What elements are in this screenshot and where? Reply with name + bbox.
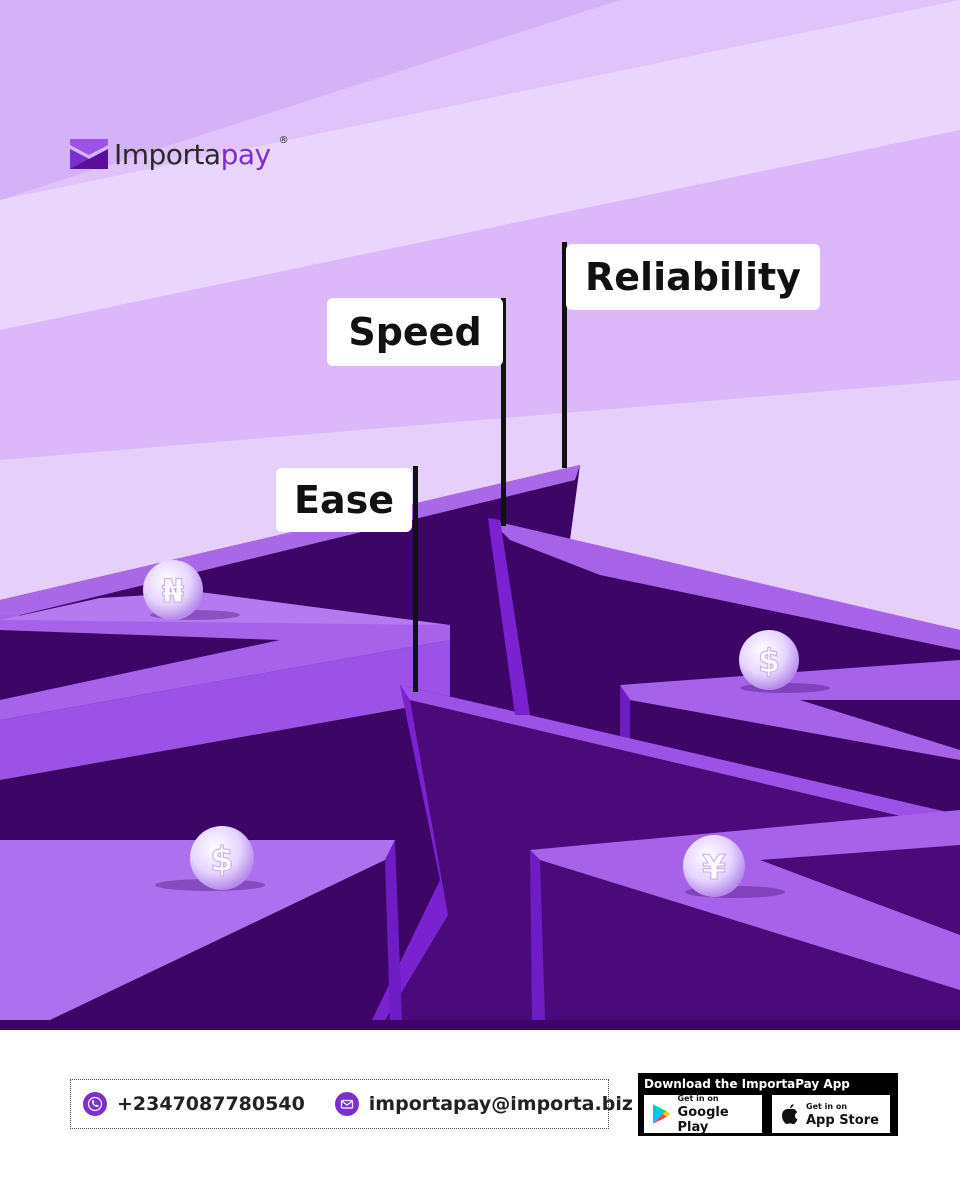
left-wall-upper <box>0 640 450 780</box>
email-contact[interactable]: importapay@importa.biz <box>334 1092 633 1116</box>
maze-scene: ₦ $ $ ¥ <box>0 0 960 1030</box>
flag-reliability: Reliability <box>566 244 820 310</box>
center-peak-face <box>400 685 448 915</box>
google-play-label: Google Play <box>677 1105 729 1135</box>
google-play-button[interactable]: Get in on Google Play <box>644 1093 762 1135</box>
flag-pole-ease <box>413 466 418 692</box>
flag-speed: Speed <box>327 298 503 366</box>
store-buttons: Get in on Google Play Get in on App Stor… <box>644 1093 892 1135</box>
google-play-small-label: Get in on <box>677 1094 719 1103</box>
dollar-coin-right <box>739 630 799 690</box>
dollar-coin-right-symbol: $ <box>758 642 780 680</box>
speed-peak-face <box>488 518 530 715</box>
app-store-button[interactable]: Get in on App Store <box>772 1095 890 1133</box>
contact-box: +2347087780540 importapay@importa.biz <box>70 1079 633 1129</box>
bottom-right-top <box>530 810 960 990</box>
sky-band-1 <box>0 0 620 200</box>
email-address: importapay@importa.biz <box>368 1093 633 1115</box>
app-download-heading: Download the ImportaPay App <box>644 1077 850 1091</box>
envelope-logo-icon <box>70 139 108 169</box>
phone-number: +2347087780540 <box>117 1093 305 1115</box>
bottom-left-side <box>385 840 402 1020</box>
flag-pole-reliability <box>562 242 567 468</box>
dollar-coin-left <box>190 826 254 890</box>
logo-wordmark-part1: Importa <box>114 137 221 171</box>
logo-wordmark-part2: pay <box>220 137 272 171</box>
yen-coin <box>683 835 745 897</box>
footer: +2347087780540 importapay@importa.biz Do… <box>0 1030 960 1200</box>
left-wall-top <box>0 615 450 720</box>
yen-coin-symbol: ¥ <box>702 848 726 888</box>
naira-coin-symbol: ₦ <box>162 572 184 610</box>
dollar-coin-left-symbol: $ <box>210 840 234 880</box>
registered-mark: ® <box>278 135 289 146</box>
app-download-box: Download the ImportaPay App Get in on Go… <box>638 1073 898 1136</box>
sky-band-2 <box>0 0 960 330</box>
left-wall-ledge <box>0 592 450 625</box>
ground-strip <box>0 1020 960 1030</box>
google-play-text: Get in on Google Play <box>678 1093 762 1135</box>
google-play-icon <box>652 1104 671 1124</box>
app-store-text: Get in on App Store <box>806 1101 879 1128</box>
naira-coin <box>143 560 203 620</box>
phone-contact[interactable]: +2347087780540 <box>83 1092 305 1116</box>
right-ledge <box>620 660 960 760</box>
phone-icon <box>83 1092 107 1116</box>
right-wall-top <box>490 520 960 650</box>
bottom-left-top <box>0 840 395 1020</box>
flag-pole-speed <box>501 298 506 526</box>
app-store-small-label: Get in on <box>806 1101 848 1111</box>
apple-icon <box>782 1104 798 1125</box>
bottom-right-side <box>530 850 545 1020</box>
logo-wordmark: Importapay <box>114 138 271 171</box>
mail-icon <box>334 1092 359 1116</box>
importapay-logo: Importapay ® <box>70 135 289 173</box>
center-peak-edge <box>400 685 960 830</box>
app-store-label: App Store <box>806 1112 879 1128</box>
flag-ease: Ease <box>276 468 412 532</box>
